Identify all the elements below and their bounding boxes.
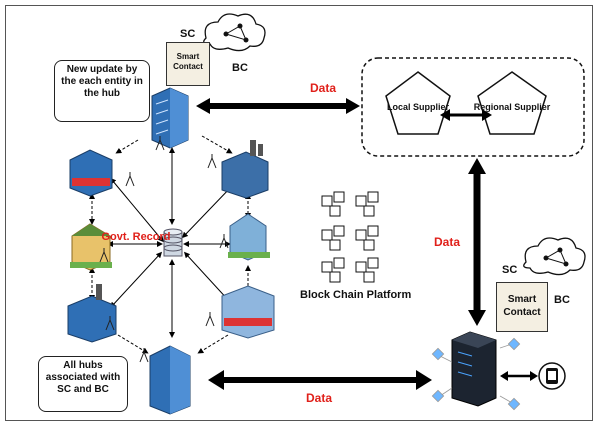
cloud-network-top-icon: [203, 13, 266, 52]
bc-tag-right: BC: [554, 294, 570, 306]
regional-supplier-label: Regional Supplier: [474, 102, 551, 112]
top-data-label: Data: [310, 81, 336, 95]
right-data-label: Data: [434, 235, 460, 249]
sc-tag-top: SC: [180, 28, 196, 40]
local-supplier-label: Local Supplier: [387, 102, 450, 112]
bottom-data-label: Data: [306, 391, 332, 405]
bc-tag-top: BC: [232, 62, 248, 74]
top-data-arrow: [196, 98, 360, 114]
callout-all-hubs-text: All hubs associated with SC and BC: [45, 360, 121, 395]
network-node-icons: [431, 337, 521, 411]
local-supplier-pentagon: [385, 71, 451, 135]
right-data-arrow: [468, 158, 486, 326]
supplier-group-box: [361, 57, 585, 157]
factory-right-upper: [221, 140, 269, 199]
callout-new-update-text: New update by the each entity in the hub: [61, 64, 143, 99]
building-top-hub: [151, 87, 189, 149]
smart-contract-card-top-text: Smart Contact: [173, 52, 203, 71]
bottom-data-arrow: [208, 370, 432, 390]
hub-network-arrows: [107, 147, 235, 338]
cloud-network-right-icon: [523, 237, 586, 276]
callout-new-update: New update by the each entity in the hub: [54, 60, 150, 122]
hub-dashed-links: [89, 135, 251, 354]
sc-tag-right: SC: [502, 264, 518, 276]
blockchain-grid-icon: [321, 191, 379, 283]
blockchain-platform-label: Block Chain Platform: [300, 289, 411, 301]
building-left-upper: [69, 149, 113, 197]
mobile-device-icon: [538, 362, 566, 390]
smart-contract-card-right-text: Smart Contact: [503, 294, 541, 318]
house-left-middle: [70, 223, 112, 271]
regional-supplier-pentagon: [477, 71, 547, 135]
building-bottom-hub: [149, 345, 191, 415]
govt-record-database-icon: [163, 228, 183, 257]
server-link-arrow: [500, 371, 538, 381]
smart-contract-card-top: Smart Contact: [166, 42, 210, 86]
building-right-lower: [221, 285, 275, 339]
house-right-middle: [228, 213, 270, 261]
govt-record-label: Govt. Record: [101, 231, 170, 243]
smart-contract-card-right: Smart Contact: [496, 282, 548, 332]
antenna-icons: [99, 136, 229, 363]
factory-left-lower: [67, 284, 117, 343]
callout-all-hubs: All hubs associated with SC and BC: [38, 356, 128, 412]
server-rack-icon: [451, 331, 497, 407]
supplier-link-arrow: [440, 109, 492, 121]
